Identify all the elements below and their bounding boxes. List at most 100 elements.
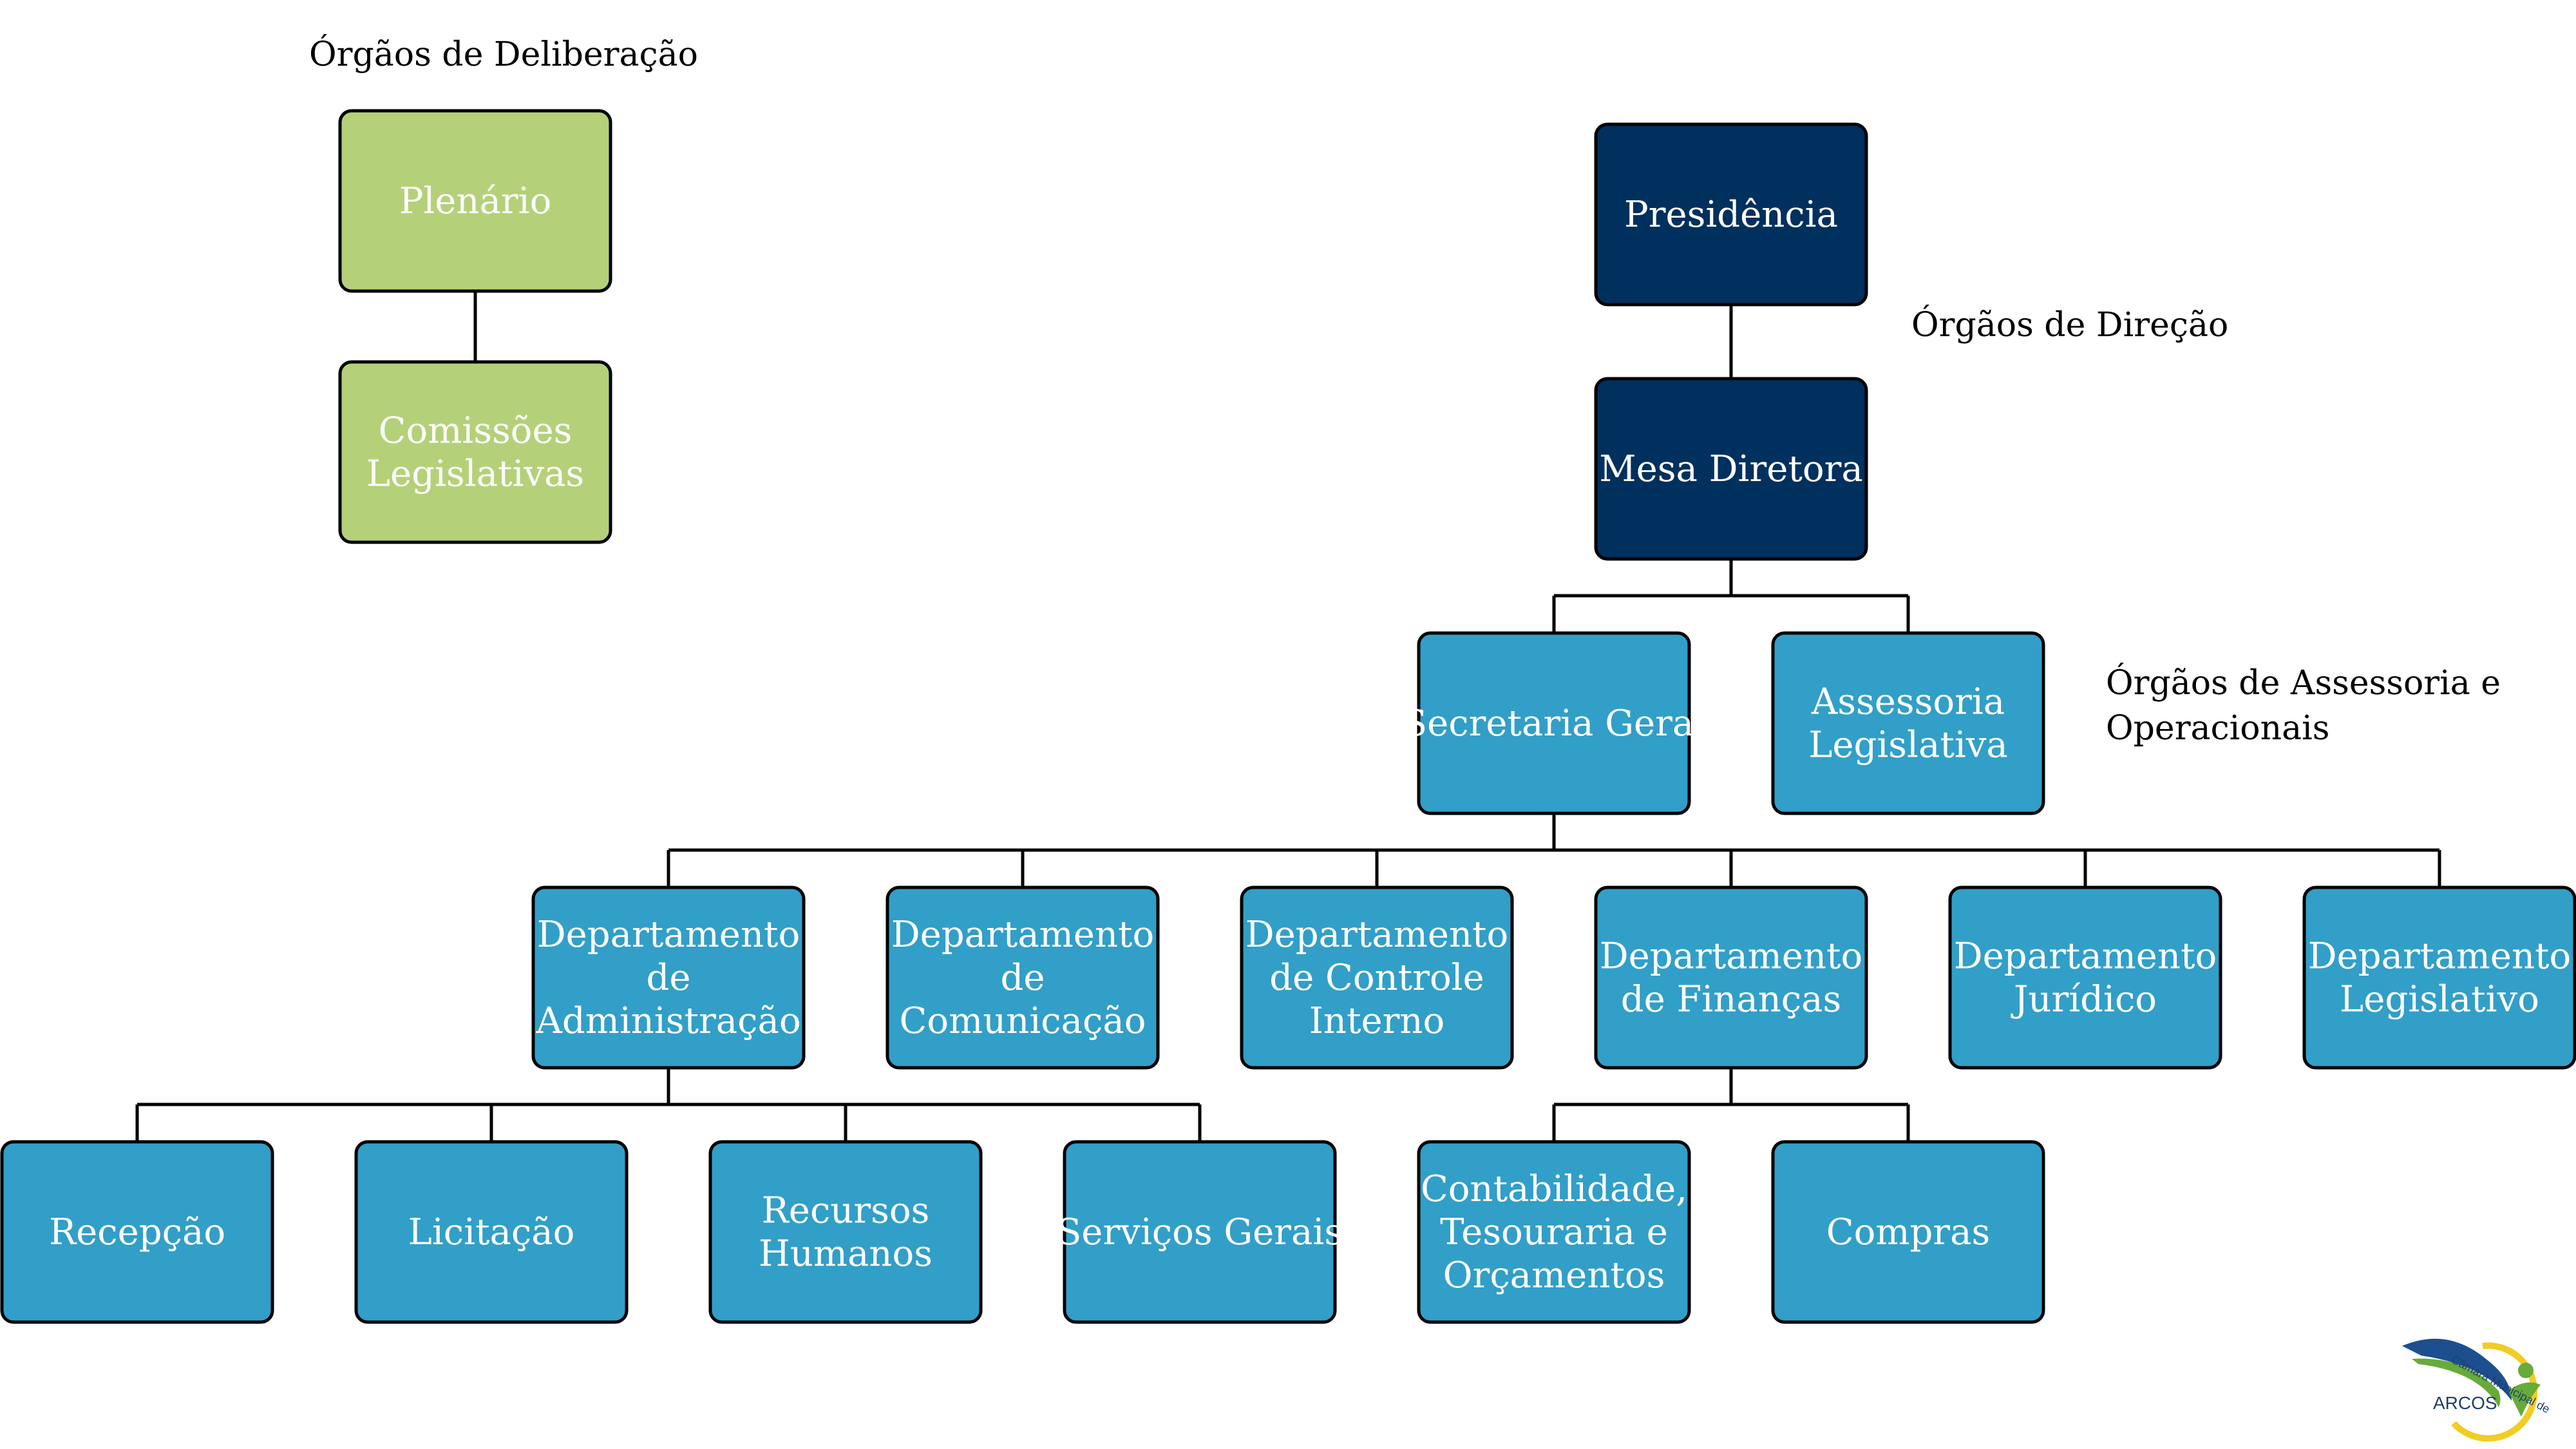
node-plenario: Plenário [338, 109, 612, 293]
node-label-line: Departamento [891, 914, 1154, 956]
node-box-dep-adm [531, 886, 806, 1070]
logo-name: ARCOS [2433, 1393, 2497, 1413]
node-label-line: Secretaria Geral [1403, 703, 1705, 744]
node-box-dep-jur [1948, 886, 2222, 1070]
connector-lines [135, 291, 2441, 1142]
node-label-line: Humanos [759, 1233, 933, 1275]
node-label-servicos: Serviços Gerais [1057, 1211, 1343, 1253]
node-servicos: Serviços Gerais [1057, 1140, 1343, 1324]
node-label-line: de [647, 957, 691, 999]
node-label-line: Comunicação [900, 1000, 1146, 1042]
logo-swoosh-green [2412, 1358, 2501, 1407]
label-orgaos-deliberacao: Órgãos de Deliberação [309, 34, 698, 74]
label-orgaos-assessoria-line1: Órgãos de Assessoria e [2106, 663, 2501, 703]
node-label-line: Departamento [1600, 936, 1862, 978]
node-label-line: Departamento [2308, 936, 2571, 978]
node-label-line: Legislativas [366, 453, 584, 495]
node-label-compras: Compras [1826, 1211, 1990, 1253]
node-label-line: Recursos [762, 1190, 930, 1232]
node-box-dep-ci [1240, 886, 1514, 1070]
node-label-line: de [1001, 957, 1045, 999]
node-box-contabilidade [1417, 1140, 1691, 1324]
label-orgaos-assessoria-line2: Operacionais [2106, 709, 2329, 748]
node-label-line: Legislativo [2340, 979, 2539, 1021]
label-orgaos-direcao: Órgãos de Direção [1911, 305, 2228, 345]
node-label-secretaria: Secretaria Geral [1403, 703, 1705, 744]
node-label-line: Jurídico [2011, 979, 2157, 1021]
node-box-dep-fin [1594, 886, 1868, 1070]
node-box-servicos [1063, 1140, 1337, 1324]
node-box-secretaria [1417, 631, 1691, 815]
node-label-line: Presidência [1624, 194, 1838, 236]
node-licitacao: Licitação [354, 1140, 629, 1324]
node-label-line: Administração [535, 1000, 800, 1042]
node-label-line: Mesa Diretora [1599, 448, 1863, 490]
node-label-presidencia: Presidência [1624, 194, 1838, 236]
node-box-compras [1771, 1140, 2045, 1324]
node-compras: Compras [1771, 1140, 2045, 1324]
node-box-presidencia [1594, 122, 1868, 307]
node-label-line: Contabilidade, [1421, 1168, 1687, 1210]
node-box-plenario [338, 109, 612, 293]
node-box-assessoria [1771, 631, 2045, 815]
node-label-line: Departamento [537, 914, 800, 956]
node-label-plenario: Plenário [399, 180, 552, 222]
node-box-rh [708, 1140, 983, 1324]
node-label-line: Recepção [49, 1211, 225, 1253]
node-label-line: Legislativa [1808, 724, 2008, 766]
node-box-mesa [1594, 377, 1868, 561]
node-label-licitacao: Licitação [408, 1211, 575, 1253]
node-mesa: Mesa Diretora [1594, 377, 1868, 561]
node-recepcao: Recepção [0, 1140, 274, 1324]
node-box-comissoes [338, 360, 612, 544]
node-label-line: Interno [1309, 1000, 1444, 1042]
logo-ring-yellow [2451, 1342, 2538, 1442]
node-label-line: Tesouraria e [1440, 1211, 1668, 1253]
logo-figure-head [2518, 1363, 2533, 1378]
node-label-line: Comissões [379, 410, 573, 452]
node-box-recepcao [0, 1140, 274, 1324]
node-label-line: Assessoria [1811, 681, 2005, 723]
logo-figure-body [2508, 1382, 2541, 1417]
node-label-line: Serviços Gerais [1057, 1211, 1343, 1253]
label-orgaos-assessoria: Órgãos de Assessoria e Operacionais [2106, 663, 2512, 748]
node-label-line: Licitação [408, 1211, 575, 1253]
camara-arcos-logo: Câmara Municipal de ARCOS [2402, 1338, 2552, 1442]
node-label-recepcao: Recepção [49, 1211, 225, 1253]
node-label-line: de Controle [1269, 957, 1484, 999]
node-box-dep-leg [2302, 886, 2576, 1070]
node-secretaria: Secretaria Geral [1403, 631, 1705, 815]
node-box-licitacao [354, 1140, 629, 1324]
node-label-line: Orçamentos [1443, 1255, 1665, 1296]
node-label-line: Departamento [1245, 914, 1508, 956]
node-label-line: de Finanças [1621, 979, 1842, 1021]
logo-swoosh-blue [2402, 1338, 2512, 1401]
node-label-line: Departamento [1954, 936, 2217, 978]
node-label-line: Plenário [399, 180, 552, 222]
node-label-line: Compras [1826, 1211, 1990, 1253]
node-presidencia: Presidência [1594, 122, 1868, 307]
node-box-dep-com [886, 886, 1160, 1070]
node-label-mesa: Mesa Diretora [1599, 448, 1863, 490]
